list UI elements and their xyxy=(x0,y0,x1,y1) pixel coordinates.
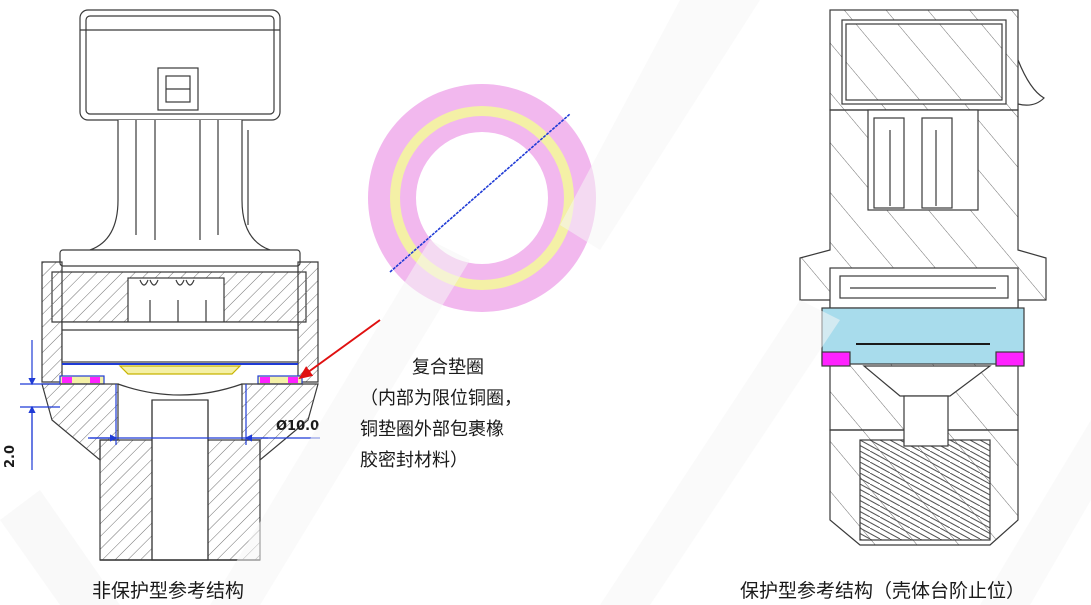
gasket-note-line4: 胶密封材料） xyxy=(360,450,468,471)
right-gasket-left xyxy=(821,351,851,367)
left-sensor-drawing xyxy=(41,9,319,561)
gasket-note-line3: 铜垫圈外部包裹橡 xyxy=(360,419,504,440)
left-caption: 非保护型参考结构 xyxy=(92,580,245,602)
composite-gasket-ring xyxy=(368,84,596,312)
gasket-description: 复合垫圈 （内部为限位铜圈， 铜垫圈外部包裹橡 胶密封材料） xyxy=(360,352,522,476)
left-dimensions xyxy=(20,340,320,470)
right-gasket-right xyxy=(995,351,1025,367)
right-sensing-element xyxy=(821,307,1025,365)
left-pcb-cavity xyxy=(127,277,225,323)
height-dimension-label: 2.0 xyxy=(3,445,18,468)
gasket-note-line1: 复合垫圈 xyxy=(412,357,484,378)
right-caption: 保护型参考结构（壳体台阶止位） xyxy=(740,580,1026,602)
right-sensor-drawing xyxy=(799,9,1047,546)
gasket-leader-arrow xyxy=(298,319,381,380)
diameter-dimension-label: Ø10.0 xyxy=(276,419,319,434)
gasket-note-line2: （内部为限位铜圈， xyxy=(360,388,522,409)
